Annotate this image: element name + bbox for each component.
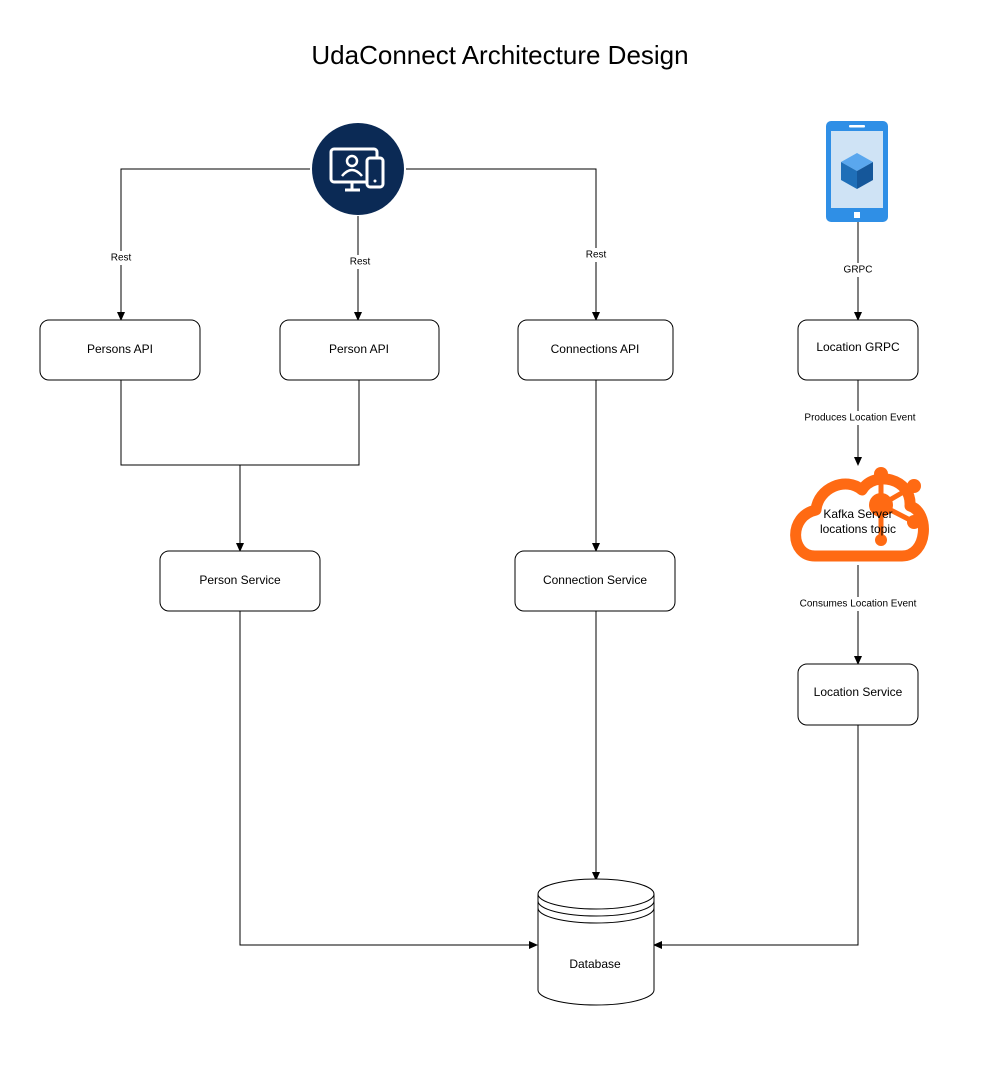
kafka-cloud-icon [790,467,929,562]
devices-client-icon [312,123,404,215]
edge-client-connections-api [406,168,600,321]
database-label: Database [569,957,621,971]
connections-api-label: Connections API [551,342,640,356]
edge-label-rest-left: Rest [111,253,132,264]
edge-location-service-database [653,725,859,949]
connection-service-node[interactable]: Connection Service [514,550,676,612]
cube-icon [841,153,873,189]
kafka-topic-label: locations topic [820,522,896,536]
persons-api-node[interactable]: Persons API [39,319,201,381]
edge-label-grpc: GRPC [844,265,873,276]
edge-client-persons-api [117,168,310,321]
edge-label-rest-right: Rest [586,250,607,261]
connections-api-node[interactable]: Connections API [517,319,674,381]
location-grpc-label: Location GRPC [816,340,900,354]
person-api-label: Person API [329,342,389,356]
edge-apis-join [120,380,360,466]
edge-label-rest-middle: Rest [350,257,371,268]
edge-label-produces: Produces Location Event [804,413,915,424]
edge-label-consumes: Consumes Location Event [800,599,917,610]
persons-api-label: Persons API [87,342,153,356]
person-api-node[interactable]: Person API [279,319,440,381]
person-service-node[interactable]: Person Service [159,550,321,612]
database-node[interactable]: Database [537,878,655,1006]
kafka-server-label: Kafka Server [823,507,892,521]
mobile-phone-icon [826,121,888,222]
location-service-label: Location Service [814,685,903,699]
location-service-node[interactable]: Location Service [797,663,919,726]
connection-service-label: Connection Service [543,573,647,587]
location-grpc-node[interactable]: Location GRPC [797,319,919,381]
page-title: UdaConnect Architecture Design [311,40,688,70]
edge-person-service-database [239,611,538,949]
person-service-label: Person Service [199,573,281,587]
